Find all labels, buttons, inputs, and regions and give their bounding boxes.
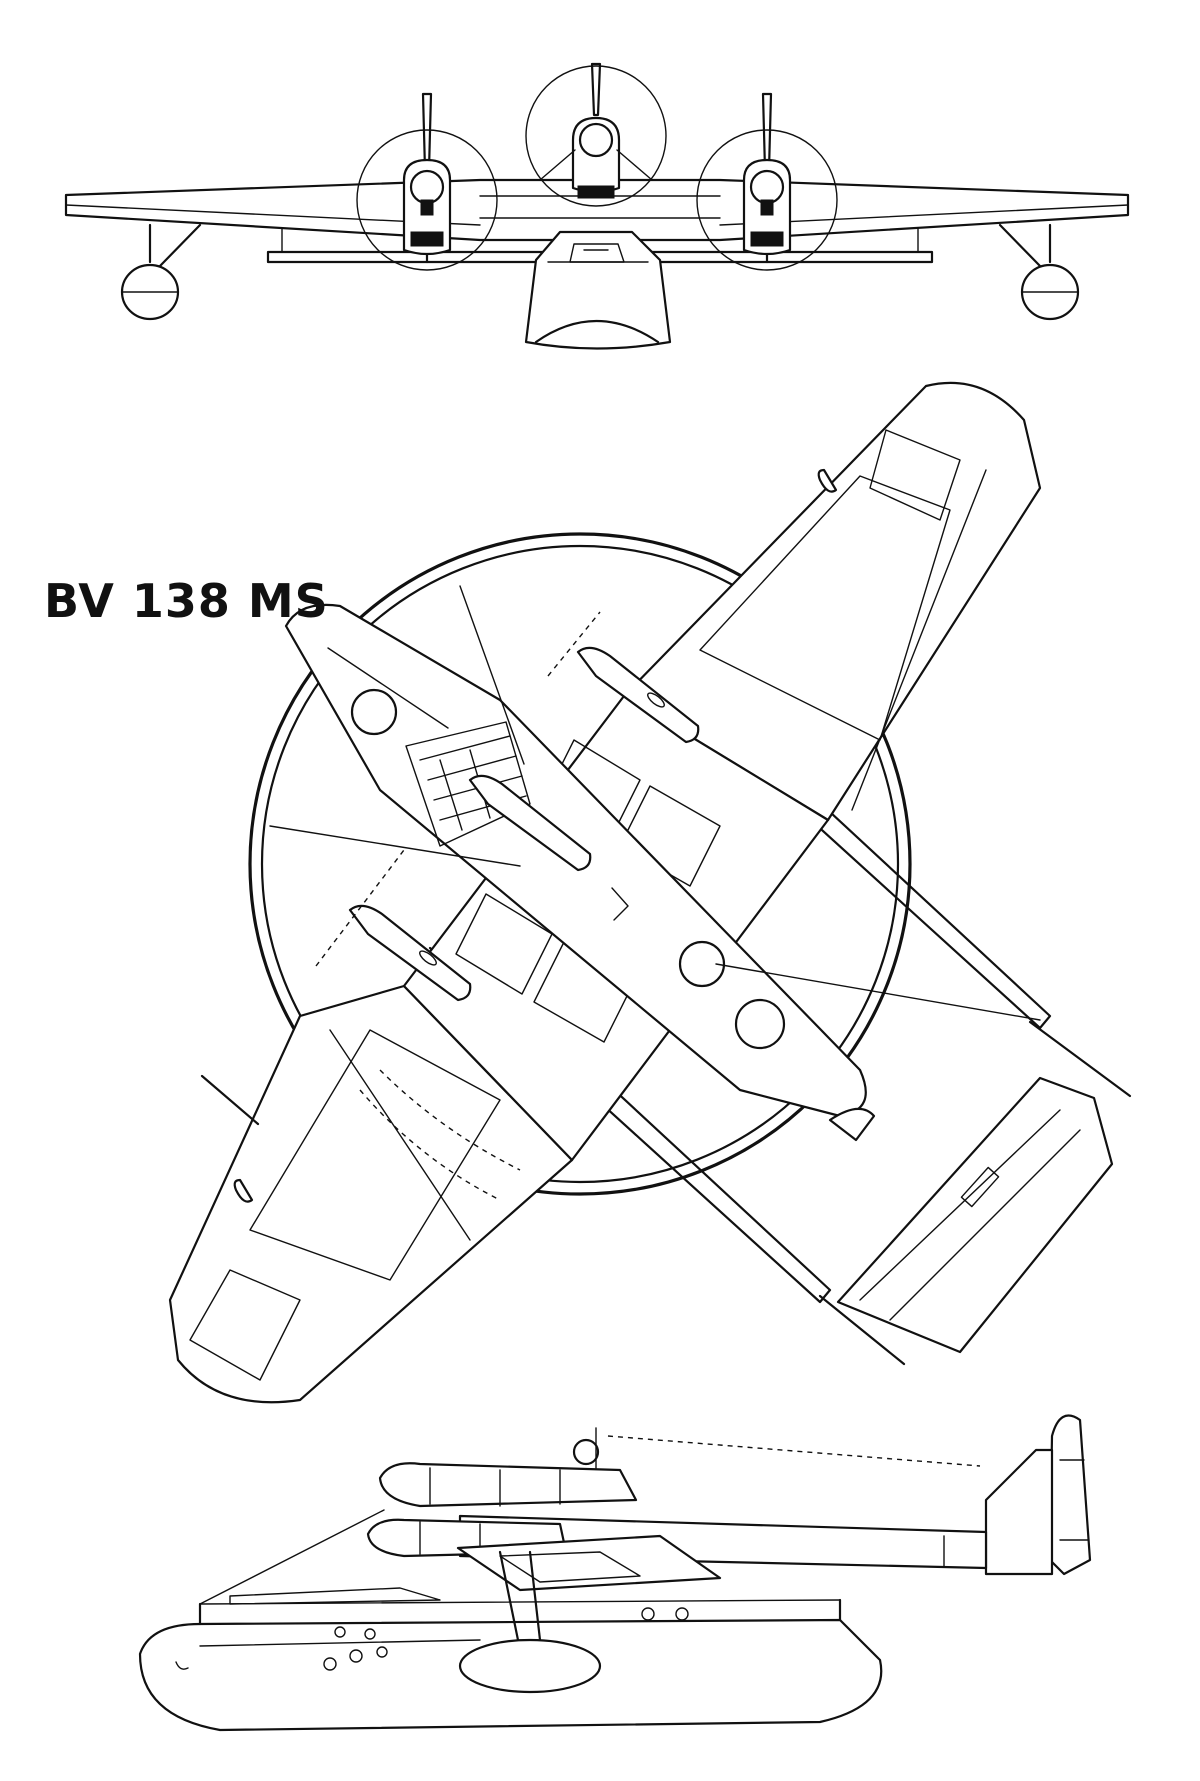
- aircraft-designation: BV 138 MS: [44, 574, 329, 628]
- plan-view: [168, 381, 1132, 1404]
- front-view-left-engine: [402, 158, 452, 256]
- front-view-right-float: [998, 223, 1080, 321]
- side-view-wing-root: [456, 1534, 722, 1592]
- plan-view-details: [200, 585, 1041, 1201]
- front-view-center-prop-disc: [525, 65, 667, 207]
- front-view-hull: [524, 230, 672, 350]
- side-view-float: [458, 1550, 602, 1694]
- front-view-right-engine: [742, 158, 792, 256]
- plan-view-left-wing: [168, 984, 574, 1404]
- side-view-tail-fin: [984, 1414, 1092, 1576]
- plan-view-right-wing: [622, 381, 1042, 822]
- front-view-center-engine: [539, 116, 653, 199]
- front-view: [64, 62, 1130, 350]
- front-view-left-float: [120, 223, 202, 321]
- plan-view-sweep-ring: [248, 532, 912, 1196]
- front-view-left-prop-disc: [356, 129, 498, 271]
- plan-view-floats: [233, 468, 876, 1203]
- plan-view-tailplane: [836, 1076, 1114, 1354]
- front-view-right-prop-disc: [696, 129, 838, 271]
- side-view-upper-engine: [378, 1438, 638, 1508]
- plan-view-tail-booms: [428, 658, 1132, 1366]
- side-view: [138, 1414, 1092, 1732]
- plan-view-engines: [348, 646, 700, 1002]
